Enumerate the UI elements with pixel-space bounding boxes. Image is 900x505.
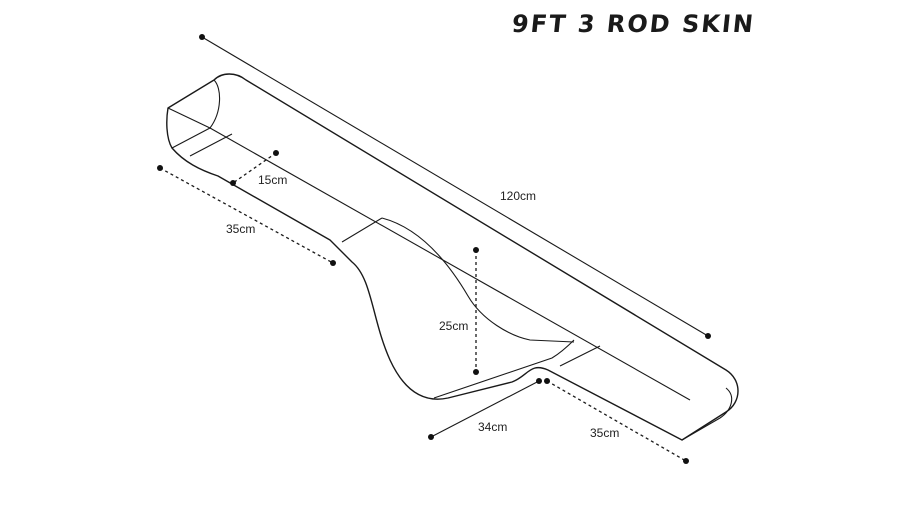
pocket-depth-bottom-dot <box>473 369 479 375</box>
tip-width-end-dot <box>230 180 236 186</box>
rod-skin-outline <box>166 73 739 441</box>
diagram-title: 9FT 3 ROD SKIN <box>510 10 757 38</box>
tip-section-end-dot <box>330 260 336 266</box>
tip-section-length-dimension-line <box>159 167 334 264</box>
tip-width-label: 15cm <box>258 173 287 187</box>
overall-length-start-dot <box>199 34 205 40</box>
butt-end-edge <box>681 387 733 441</box>
pocket-length-start-dot <box>428 434 434 440</box>
pocket-length-dimension-line <box>430 380 540 438</box>
butt-section-seam <box>559 345 601 367</box>
tip-section-seam <box>341 217 383 243</box>
pocket-depth-top-dot <box>473 247 479 253</box>
overall-length-end-dot <box>705 333 711 339</box>
top-inner-edge <box>209 127 691 401</box>
pocket-length-end-dot <box>536 378 542 384</box>
tip-cap-bottom-edge <box>171 127 211 149</box>
pocket-depth-label: 25cm <box>439 319 468 333</box>
overall-length-dimension-line <box>201 36 709 337</box>
tip-panel-line <box>189 133 233 157</box>
butt-section-end-dot <box>683 458 689 464</box>
reel-pocket-curve <box>381 217 575 343</box>
butt-section-length-label: 35cm <box>590 426 619 440</box>
tip-width-dimension-line <box>232 152 277 184</box>
tip-section-length-label: 35cm <box>226 222 255 236</box>
butt-section-start-dot <box>544 378 550 384</box>
butt-section-length-dimension-line <box>546 380 687 462</box>
pocket-length-label: 34cm <box>478 420 507 434</box>
overall-length-label: 120cm <box>500 189 536 203</box>
tip-width-start-dot <box>273 150 279 156</box>
pocket-bottom-seam <box>433 339 575 399</box>
tip-section-start-dot <box>157 165 163 171</box>
